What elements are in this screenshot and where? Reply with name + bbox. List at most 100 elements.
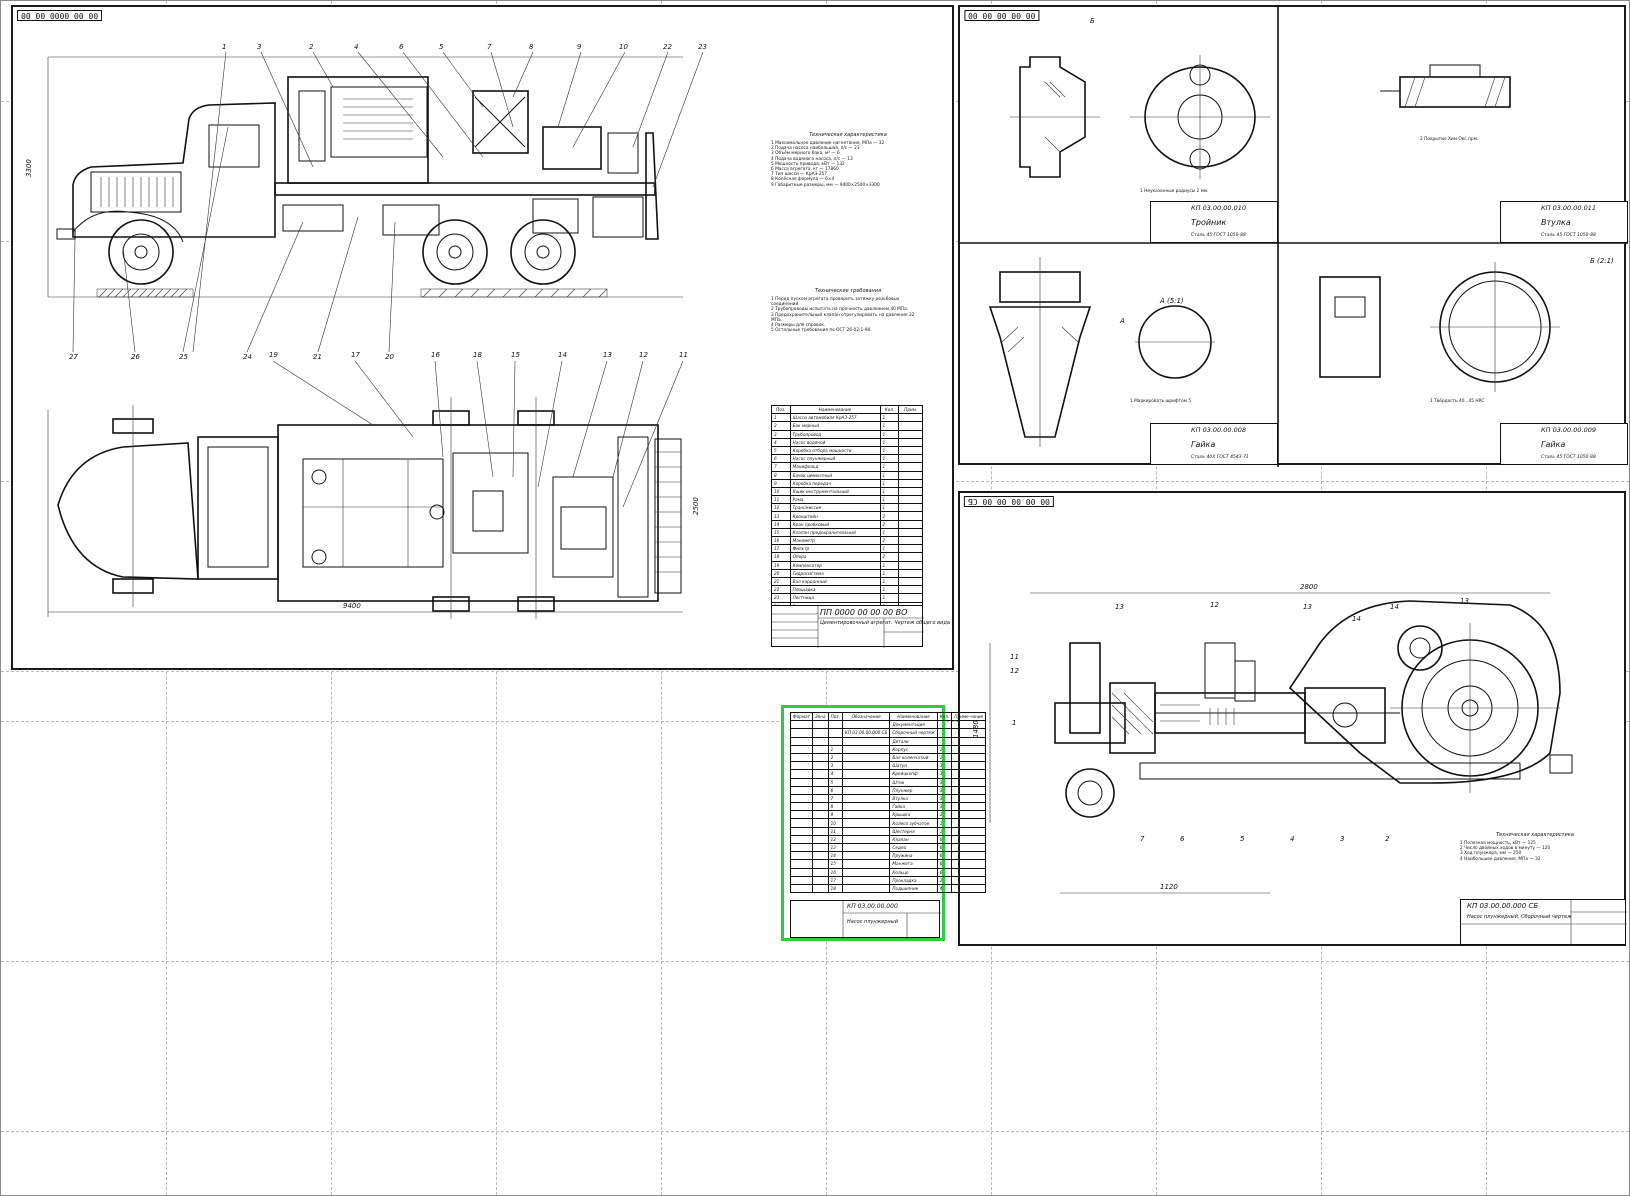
table-cell (951, 826, 987, 836)
svg-text:А: А (1119, 317, 1125, 325)
table-cell: Кран пробковый (789, 519, 881, 529)
table-cell (898, 535, 923, 546)
svg-text:11: 11 (679, 351, 688, 359)
table-cell: 1 (879, 478, 900, 488)
table-cell: 16 (827, 867, 843, 877)
table-cell: 4 (771, 437, 791, 447)
table-cell: 1 (879, 544, 900, 554)
table-cell (898, 527, 923, 538)
svg-text:11: 11 (1010, 653, 1019, 661)
svg-text:12: 12 (1210, 601, 1219, 609)
table-cell: 6 (936, 851, 953, 861)
spec-header-cell: Обозначение (841, 711, 891, 722)
part-title-block: КП 03.00.00.010 Тройник Сталь 45 ГОСТ 10… (1150, 201, 1278, 243)
table-cell: Документация (889, 720, 938, 730)
table-cell: Манометр (789, 535, 881, 546)
pump-assembly-sheet[interactable]: 00 00 00 00 00 СБ (958, 491, 1627, 946)
table-cell: 11 (827, 826, 843, 836)
table-cell: 1 (879, 454, 900, 464)
table-cell: 1 (936, 826, 953, 836)
spec-title-block: КП 03.00.00.000 Насос плунжерный (790, 900, 941, 939)
table-cell (951, 883, 987, 894)
tech-notes: 1 Максимальное давление нагнетания, МПа … (771, 141, 885, 188)
table-cell: Компенсатор (789, 560, 881, 570)
svg-text:2: 2 (309, 43, 314, 51)
svg-text:13: 13 (1460, 597, 1469, 605)
table-cell: Шасси автомобиля КрАЗ-257 (789, 413, 881, 423)
spec-header-cell: Формат (790, 711, 813, 722)
table-cell (898, 486, 923, 497)
table-cell: Кронштейн (789, 511, 881, 521)
table-cell (812, 761, 829, 771)
table-cell (827, 720, 843, 730)
table-cell: 1 (879, 585, 900, 595)
table-cell (790, 810, 813, 820)
table-cell (898, 593, 923, 603)
table-cell: 6 (936, 842, 953, 853)
table-cell: 4 (936, 883, 953, 894)
table-cell (790, 793, 813, 804)
table-cell (812, 826, 829, 836)
table-cell (790, 842, 813, 853)
table-cell (790, 720, 813, 730)
table-cell: 8 (771, 470, 791, 480)
table-cell: 1 (879, 470, 900, 480)
table-cell: 12 (827, 834, 843, 845)
table-cell (790, 867, 813, 877)
svg-text:26: 26 (131, 353, 140, 361)
svg-text:3: 3 (1340, 835, 1344, 843)
parts-sheet[interactable]: 00 00 00 00 00 (958, 5, 1628, 467)
table-cell: 1 (879, 593, 900, 603)
table-cell: Гидросистема (789, 568, 881, 578)
spec-header-cell: Наименование (889, 711, 938, 722)
table-cell (951, 834, 987, 845)
svg-text:14: 14 (1390, 603, 1399, 611)
table-cell: Насос плунжерный (789, 454, 881, 464)
table-cell: Корпус (889, 744, 938, 754)
table-cell (790, 802, 813, 812)
table-cell (841, 818, 891, 828)
table-cell (790, 752, 813, 763)
svg-text:9: 9 (577, 43, 582, 51)
table-cell: Лестница (789, 593, 881, 603)
svg-text:10: 10 (619, 43, 628, 51)
table-cell: 10 (827, 818, 843, 828)
table-cell (951, 818, 987, 828)
table-cell: 13 (771, 511, 791, 521)
table-cell (898, 511, 923, 521)
svg-text:8: 8 (529, 43, 534, 51)
table-cell: Фильтр (789, 544, 881, 554)
table-cell (951, 851, 987, 861)
table-cell (790, 826, 813, 836)
table-cell: 17 (771, 544, 791, 554)
table-cell (898, 478, 923, 488)
title-name: Цементировочный агрегат. Чертеж общего в… (820, 620, 950, 626)
table-cell: Вал коленчатый (889, 752, 938, 763)
table-cell: 16 (771, 535, 791, 546)
table-cell (951, 777, 987, 787)
spec-header-cell: Поз. (827, 711, 843, 722)
table-cell (841, 810, 891, 820)
table-cell: 1 (879, 503, 900, 513)
table-cell (812, 818, 829, 828)
table-cell: Трубопровод (789, 429, 881, 439)
table-cell (812, 793, 829, 804)
table-cell: 21 (771, 576, 791, 587)
assembly-sheet[interactable]: 00 00 0000 00 00 (11, 5, 954, 670)
